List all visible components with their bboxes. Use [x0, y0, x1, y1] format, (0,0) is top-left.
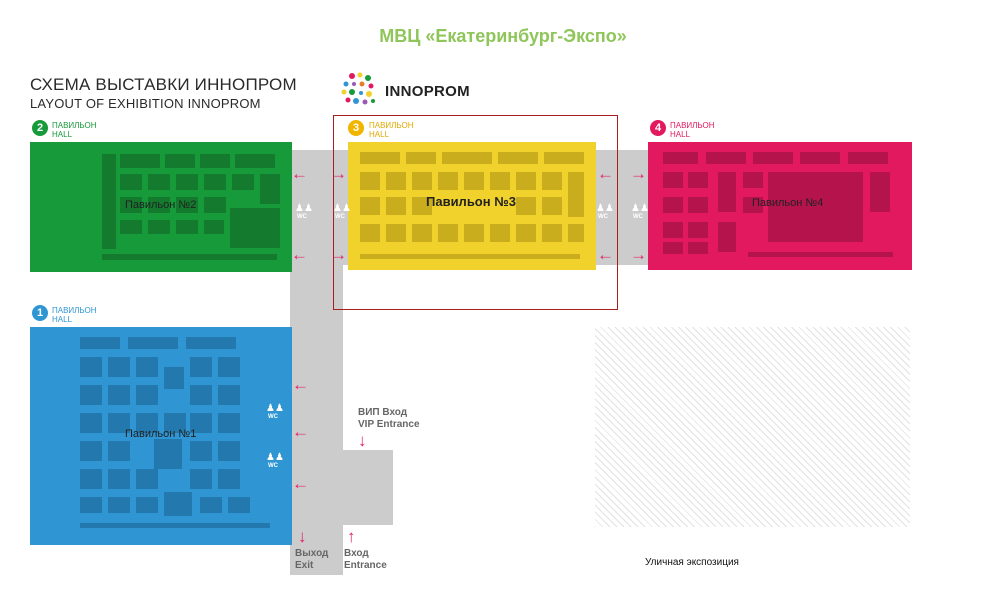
hall-3-highlight [333, 115, 618, 310]
hall-3[interactable]: Павильон №3 [348, 142, 596, 270]
page-title: МВЦ «Екатеринбург-Экспо» [379, 26, 627, 46]
exit-label: Выход Exit [295, 548, 329, 571]
street-exposition-label: Уличная экспозиция [645, 557, 739, 568]
hall-1-label-ru: ПАВИЛЬОН [52, 306, 97, 315]
innoprom-logo-icon [341, 72, 375, 105]
wc-hall-2: ♟♟ WC [295, 203, 313, 220]
arrow-left-icon: ← [597, 164, 614, 183]
hall-3-badge: 3 [348, 120, 364, 136]
hall-4-name: Павильон №4 [752, 197, 824, 209]
restroom-icon: ♟♟ [266, 452, 284, 463]
arrow-down-icon: ↓ [358, 431, 367, 450]
arrow-left-icon: ← [597, 245, 614, 264]
restroom-icon: ♟♟ [295, 203, 313, 214]
hall-3-name: Павильон №3 [426, 194, 516, 209]
arrow-left-icon: ← [292, 422, 309, 441]
arrow-down-icon: ↓ [298, 527, 307, 546]
entrance-label: Вход Entrance [344, 548, 387, 571]
hall-1[interactable]: Павильон №1 [30, 327, 292, 545]
hall-2-name: Павильон №2 [125, 199, 197, 211]
arrow-up-icon: ↑ [347, 527, 356, 546]
scheme-title-ru: СХЕМА ВЫСТАВКИ ИННОПРОМ [30, 75, 297, 94]
wc-hall-1-upper: ♟♟ WC [266, 403, 284, 420]
hall-4-badge: 4 [650, 120, 666, 136]
arrow-left-icon: ← [292, 375, 309, 394]
hall-3-label-en: HALL [369, 130, 390, 139]
hall-2-label-ru: ПАВИЛЬОН [52, 121, 97, 130]
restroom-icon: ♟♟ [333, 203, 351, 214]
innoprom-brand: INNOPROM [385, 83, 470, 100]
arrow-right-icon: → [330, 164, 347, 183]
arrow-left-icon: ← [292, 474, 309, 493]
hall-1-name: Павильон №1 [125, 428, 197, 440]
restroom-icon: ♟♟ [631, 203, 649, 214]
restroom-icon: ♟♟ [266, 403, 284, 414]
wc-hall-4: ♟♟ WC [631, 203, 649, 220]
scheme-title-en: LAYOUT OF EXHIBITION INNOPROM [30, 96, 261, 111]
arrow-left-icon: ← [291, 164, 308, 183]
corridor-right [595, 150, 650, 265]
wc-hall-3-left: ♟♟ WC [333, 203, 351, 220]
hall-4-label-ru: ПАВИЛЬОН [670, 121, 715, 130]
hall-2-label-en: HALL [52, 130, 73, 139]
hall-4[interactable]: Павильон №4 [648, 142, 912, 270]
arrow-right-icon: → [330, 245, 347, 264]
hall-3-label-ru: ПАВИЛЬОН [369, 121, 414, 130]
restroom-icon: ♟♟ [596, 203, 614, 214]
corridor-left [290, 150, 343, 575]
wc-hall-3-right: ♟♟ WC [596, 203, 614, 220]
arrow-right-icon: → [630, 164, 647, 183]
hall-1-label-en: HALL [52, 315, 73, 324]
wc-hall-1-lower: ♟♟ WC [266, 452, 284, 469]
corridor-vip [343, 450, 393, 525]
arrow-left-icon: ← [291, 245, 308, 264]
hall-4-label-en: HALL [670, 130, 691, 139]
hall-2-badge: 2 [32, 120, 48, 136]
street-exposition-area[interactable] [595, 327, 910, 527]
vip-entrance-label: ВИП Вход VIP Entrance [358, 407, 420, 430]
hall-1-badge: 1 [32, 305, 48, 321]
arrow-right-icon: → [630, 245, 647, 264]
hall-2[interactable]: Павильон №2 [30, 142, 292, 272]
